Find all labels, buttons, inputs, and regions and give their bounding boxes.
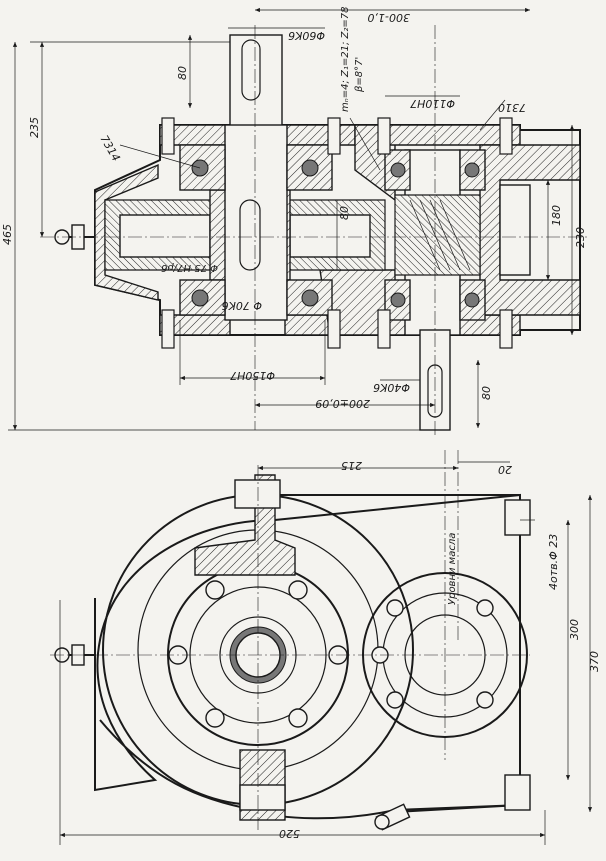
oil-plug [374,803,411,831]
dim-465: 465 [1,224,14,245]
lifting-eye-top [194,474,296,576]
oil-level-label: Уровни масла [447,533,458,605]
dim-20: 20 [498,463,512,476]
bottom-dimensions: 215 20 Уровни масла 4отв.Φ 23 300 370 52… [59,459,601,845]
dim-phi75: Φ 75 H7/p6 [161,262,218,273]
dim-phi60k6: Φ60K6 [288,29,325,42]
dim-235: 235 [28,117,41,138]
dim-80-top: 80 [176,66,189,80]
dim-300: 300-1,0 [368,11,410,24]
label-7314: 7314 [97,133,122,164]
dim-520: 520 [279,827,300,840]
top-sectional-view [40,25,590,435]
bearing-7314-top [179,144,333,191]
helix-angle: β=8°7' [354,57,365,93]
label-7310: 7310 [498,101,526,114]
dim-215: 215 [341,459,362,472]
dim-phi70k6: Φ 70K6 [222,299,262,312]
dim-phi40k6: Φ40K6 [373,381,410,394]
dim-300-side: 300 [568,619,581,640]
dim-phi150h7: Φ150H7 [230,369,275,382]
bolts-big-cover [168,580,348,728]
dim-180: 180 [550,205,563,226]
dim-phi110h7: Φ110H7 [410,97,455,110]
holes-label: 4отв.Φ 23 [547,534,560,590]
gear-parameters: mₙ=4; Z₁=21; Z₂=78 [340,7,351,113]
bottom-elevation-view [50,450,531,831]
bolts-small-cover [371,599,494,709]
dim-230: 230 [574,227,587,248]
dim-200: 200±0,09 [315,397,370,410]
dim-80-bottom: 80 [480,386,493,400]
foundation-bolts [504,499,531,811]
lifting-eye-bottom [239,749,286,821]
bearing-7310 [384,149,486,321]
flange-bolts [161,117,513,349]
dim-80-mid: 80 [338,206,351,220]
bearing-7314-bottom [179,279,333,316]
dim-370: 370 [588,651,601,672]
